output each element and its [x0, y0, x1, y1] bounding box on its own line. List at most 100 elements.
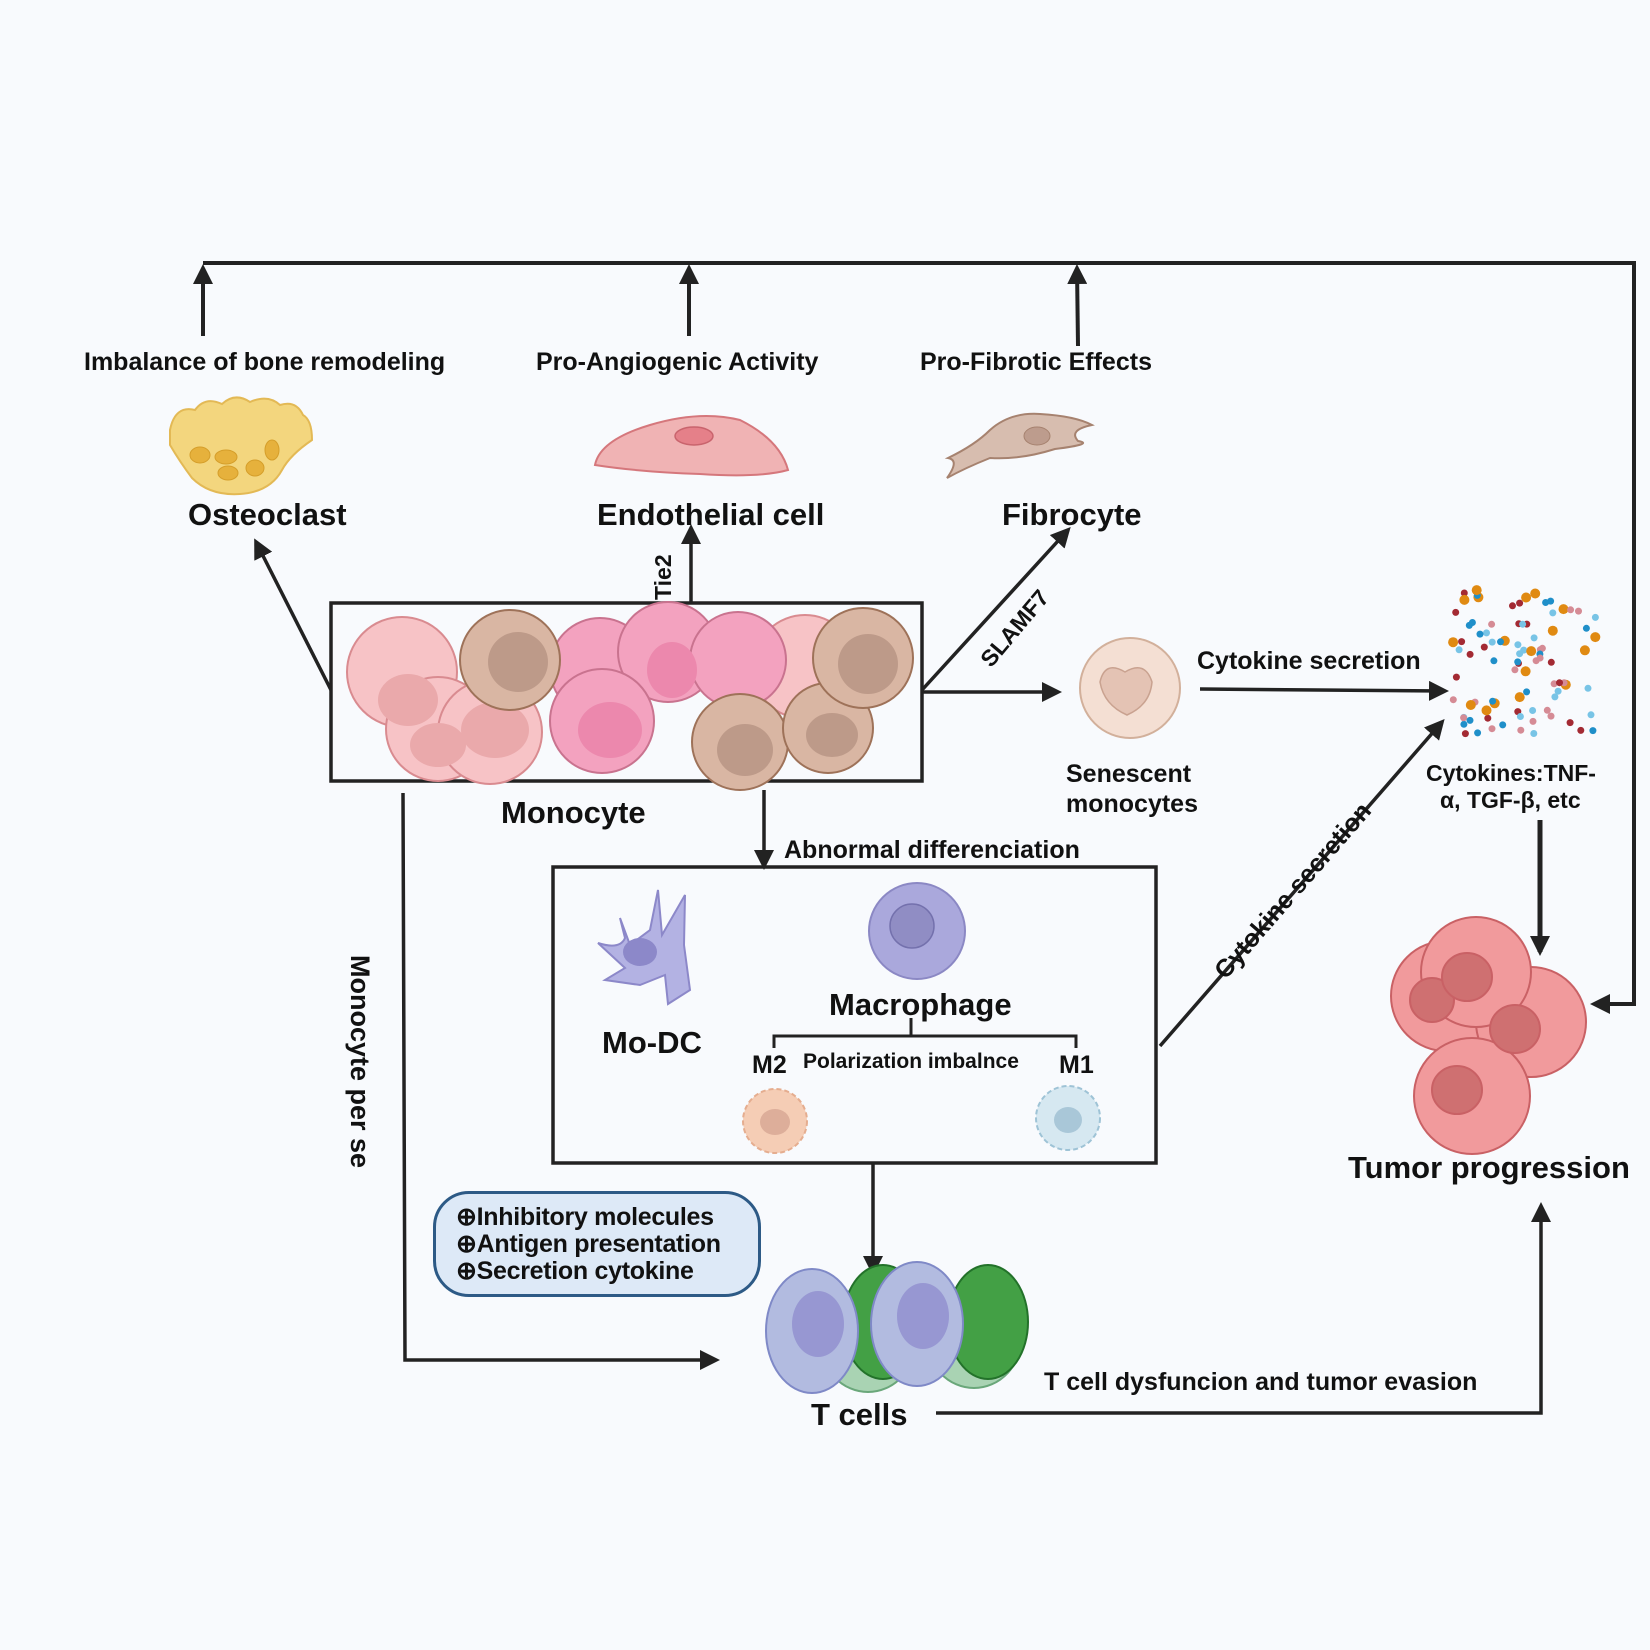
cytokines-label-line2: α, TGF-β, etc [1440, 787, 1581, 813]
cytokine-particle [1481, 705, 1492, 716]
mo-dc-icon [597, 889, 692, 1006]
osteoclast-label: Osteoclast [188, 497, 347, 532]
tumor-progression-label: Tumor progression [1348, 1150, 1630, 1185]
effect-pro-angiogenic: Pro-Angiogenic Activity [536, 348, 819, 376]
arrow-to-cytokines [1199, 680, 1449, 701]
cytokines-label-line1: Cytokines:TNF- [1426, 760, 1596, 786]
cytokine-particle [1587, 711, 1595, 719]
cytokine-particle [1488, 638, 1496, 646]
senescent-label-line2: monocytes [1066, 790, 1198, 818]
senescent-monocyte-icon [1079, 637, 1181, 739]
monocyte-cluster-icon [346, 601, 914, 791]
cytokine-particle [1584, 684, 1592, 692]
cytokine-particle [1484, 714, 1492, 722]
cytokine-particle [1579, 645, 1590, 656]
feedback-line [203, 261, 1636, 1014]
arrow-tcell-to-tumor [936, 1202, 1551, 1415]
cytokine-particle [1554, 687, 1562, 695]
cytokine-particle [1460, 589, 1468, 597]
cytokine-particle [1547, 712, 1555, 720]
cytokine-particle [1519, 620, 1527, 628]
cytokine-particle [1536, 654, 1544, 662]
cytokine-particle [1458, 638, 1466, 646]
cytokine-particle [1459, 594, 1470, 605]
cytokine-particle [1499, 721, 1507, 729]
cytokine-particle [1460, 714, 1468, 722]
senescent-label-line1: Senescent [1066, 760, 1192, 788]
cytokine-particle [1577, 726, 1585, 734]
osteoclast-icon [169, 396, 314, 496]
polarization-label: Polarization imbalnce [803, 1050, 1019, 1073]
cytokine-particle [1558, 604, 1569, 615]
cytokine-particle [1520, 666, 1531, 677]
endothelial-cell-icon [593, 415, 790, 477]
cytokine-particle [1452, 608, 1460, 616]
cytokine-particle [1589, 727, 1597, 735]
cytokine-particle [1465, 700, 1476, 710]
monocyte-per-se-label: Monocyte per se [345, 955, 375, 1169]
cytokine-particle [1526, 646, 1537, 657]
cytokine-particle [1448, 637, 1459, 648]
cytokine-particle [1471, 585, 1482, 596]
cytokine-particle [1530, 588, 1541, 599]
cytokine-particle [1490, 657, 1498, 665]
cytokine-particle [1483, 629, 1490, 637]
cytokine-particle [1461, 730, 1469, 738]
t-cells-icon [765, 1261, 1029, 1394]
cytokine-particle [1511, 666, 1519, 674]
cytokine-particle [1575, 607, 1582, 615]
arrow-macrophage-cytokines [1158, 718, 1445, 1048]
t-cells-label: T cells [811, 1397, 908, 1432]
m2-macrophage-icon [742, 1088, 808, 1154]
cytokine-particle [1466, 716, 1474, 724]
cytokine-particle [1549, 609, 1557, 617]
arrow-to-fibrocyte [920, 527, 1071, 692]
effect-pro-fibrotic: Pro-Fibrotic Effects [920, 348, 1152, 376]
cytokine-particle [1466, 650, 1474, 658]
fibrocyte-label: Fibrocyte [1002, 497, 1142, 532]
cytokine-particle [1476, 630, 1484, 638]
note-item: ⊕Inhibitory molecules [456, 1203, 714, 1231]
cytokine-particle [1449, 696, 1457, 704]
cytokine-particle [1551, 693, 1559, 701]
abnormal-differentiation-label: Abnormal differenciation [784, 836, 1080, 864]
effect-bone-remodeling: Imbalance of bone remodeling [84, 348, 446, 376]
cytokine-particle [1509, 602, 1516, 610]
differentiation-box [551, 865, 1158, 1165]
t-cell-effects-note: ⊕Inhibitory molecules ⊕Antigen presentat… [433, 1191, 761, 1297]
cytokine-particle [1550, 680, 1558, 688]
polarization-bracket [772, 1034, 1078, 1048]
m1-label: M1 [1059, 1051, 1094, 1079]
tumor-cells-icon [1390, 916, 1587, 1155]
cytokine-particle [1516, 713, 1524, 720]
cytokine-particle [1530, 730, 1538, 737]
cytokine-particle [1514, 658, 1522, 666]
m2-label: M2 [752, 1051, 787, 1079]
cytokine-particle [1591, 613, 1599, 621]
arrow-fibro-up [1067, 264, 1088, 347]
arrow-monocyte-per-se [401, 792, 720, 1370]
cytokine-particle [1547, 658, 1555, 666]
cytokine-particles [1448, 585, 1601, 738]
cytokine-particle [1516, 599, 1524, 607]
feedback-loop [193, 261, 1636, 1014]
cytokine-particle [1547, 625, 1558, 636]
cytokine-particle [1567, 606, 1575, 614]
macrophage-icon [868, 882, 966, 980]
fibrocyte-icon [944, 412, 1095, 479]
cytokine-particle [1474, 729, 1482, 737]
cytokine-particle [1538, 644, 1546, 652]
tie2-label: Tie2 [650, 554, 676, 600]
mo-dc-label: Mo-DC [602, 1025, 702, 1060]
cytokine-particle [1514, 692, 1525, 703]
cytokine-particle [1488, 620, 1496, 628]
cytokine-particle [1521, 592, 1532, 603]
cytokine-particle [1543, 706, 1551, 714]
cytokine-particle [1460, 720, 1468, 728]
note-item: ⊕Antigen presentation [456, 1230, 721, 1258]
cytokine-particle [1529, 707, 1537, 714]
endothelial-label: Endothelial cell [597, 497, 825, 532]
cytokine-particle [1517, 726, 1525, 734]
